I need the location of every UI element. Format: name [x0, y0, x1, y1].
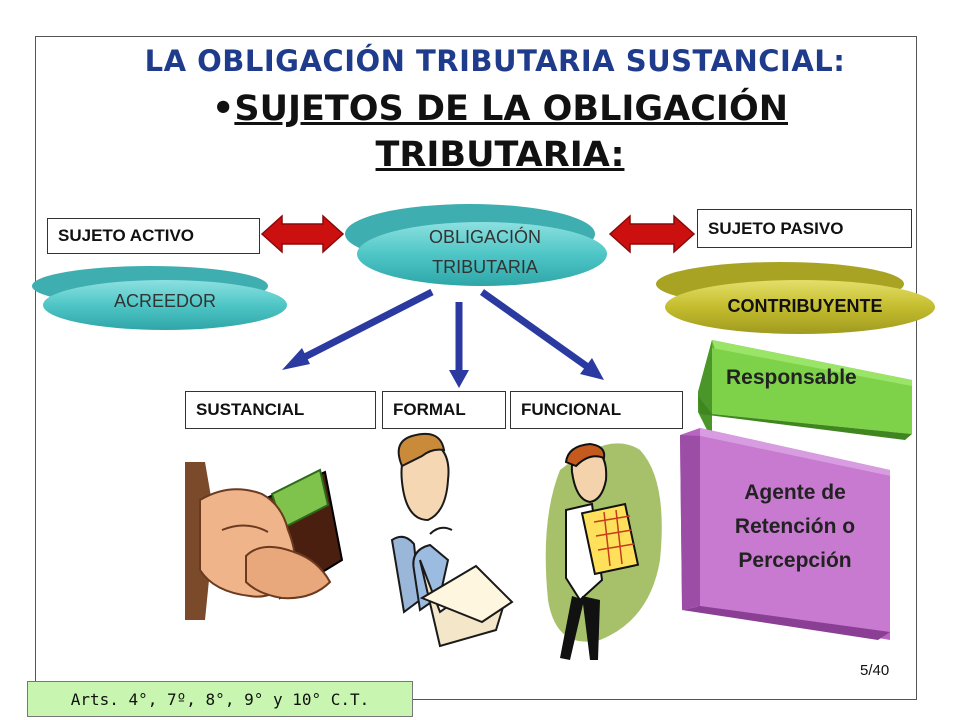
slide-subtitle: •SUJETOS DE LA OBLIGACIÓN TRIBUTARIA:	[100, 86, 900, 178]
center-line2: TRIBUTARIA	[432, 257, 538, 277]
bullet: •	[211, 89, 235, 129]
slide-title: LA OBLIGACIÓN TRIBUTARIA SUSTANCIAL:	[144, 44, 846, 78]
sujeto-pasivo-box: SUJETO PASIVO	[697, 209, 912, 248]
center-ellipse	[345, 204, 607, 286]
presenter-clipart	[545, 442, 662, 660]
type-box-sustancial: SUSTANCIAL	[185, 391, 376, 429]
center-ellipse-label: OBLIGACIÓN TRIBUTARIA	[410, 222, 560, 282]
wallet-clipart	[185, 462, 344, 620]
agente-block	[680, 428, 890, 640]
responsable-label: Responsable	[726, 366, 857, 389]
contribuyente-label: CONTRIBUYENTE	[727, 296, 883, 316]
sujeto-activo-box: SUJETO ACTIVO	[47, 218, 260, 254]
agente-line2: Retención o	[734, 515, 856, 538]
acreedor-label: ACREEDOR	[113, 291, 216, 311]
right-double-arrow-icon	[608, 214, 696, 254]
contribuyente-ellipse	[656, 262, 935, 334]
page-number: 5/40	[860, 662, 890, 679]
arrow-to-funcional-icon	[479, 289, 604, 380]
arrow-to-formal-icon	[449, 302, 469, 388]
acreedor-ellipse	[32, 266, 287, 330]
type-box-funcional: FUNCIONAL	[510, 391, 683, 429]
center-line1: OBLIGACIÓN	[428, 227, 542, 247]
left-double-arrow-icon	[260, 214, 345, 254]
type-box-formal: FORMAL	[382, 391, 506, 429]
arrow-to-sustancial-icon	[282, 288, 434, 370]
subtitle-line1: SUJETOS DE LA OBLIGACIÓN	[234, 89, 788, 129]
agente-label: Agente de Retención o Percepción	[700, 476, 890, 578]
reading-man-clipart	[390, 432, 514, 648]
footer-note: Arts. 4°, 7º, 8°, 9° y 10° C.T.	[27, 681, 413, 717]
agente-line3: Percepción	[738, 549, 852, 572]
responsable-block	[698, 340, 912, 440]
slide-frame	[35, 36, 917, 700]
subtitle-line2: TRIBUTARIA:	[375, 135, 625, 175]
agente-line1: Agente de	[744, 481, 846, 504]
